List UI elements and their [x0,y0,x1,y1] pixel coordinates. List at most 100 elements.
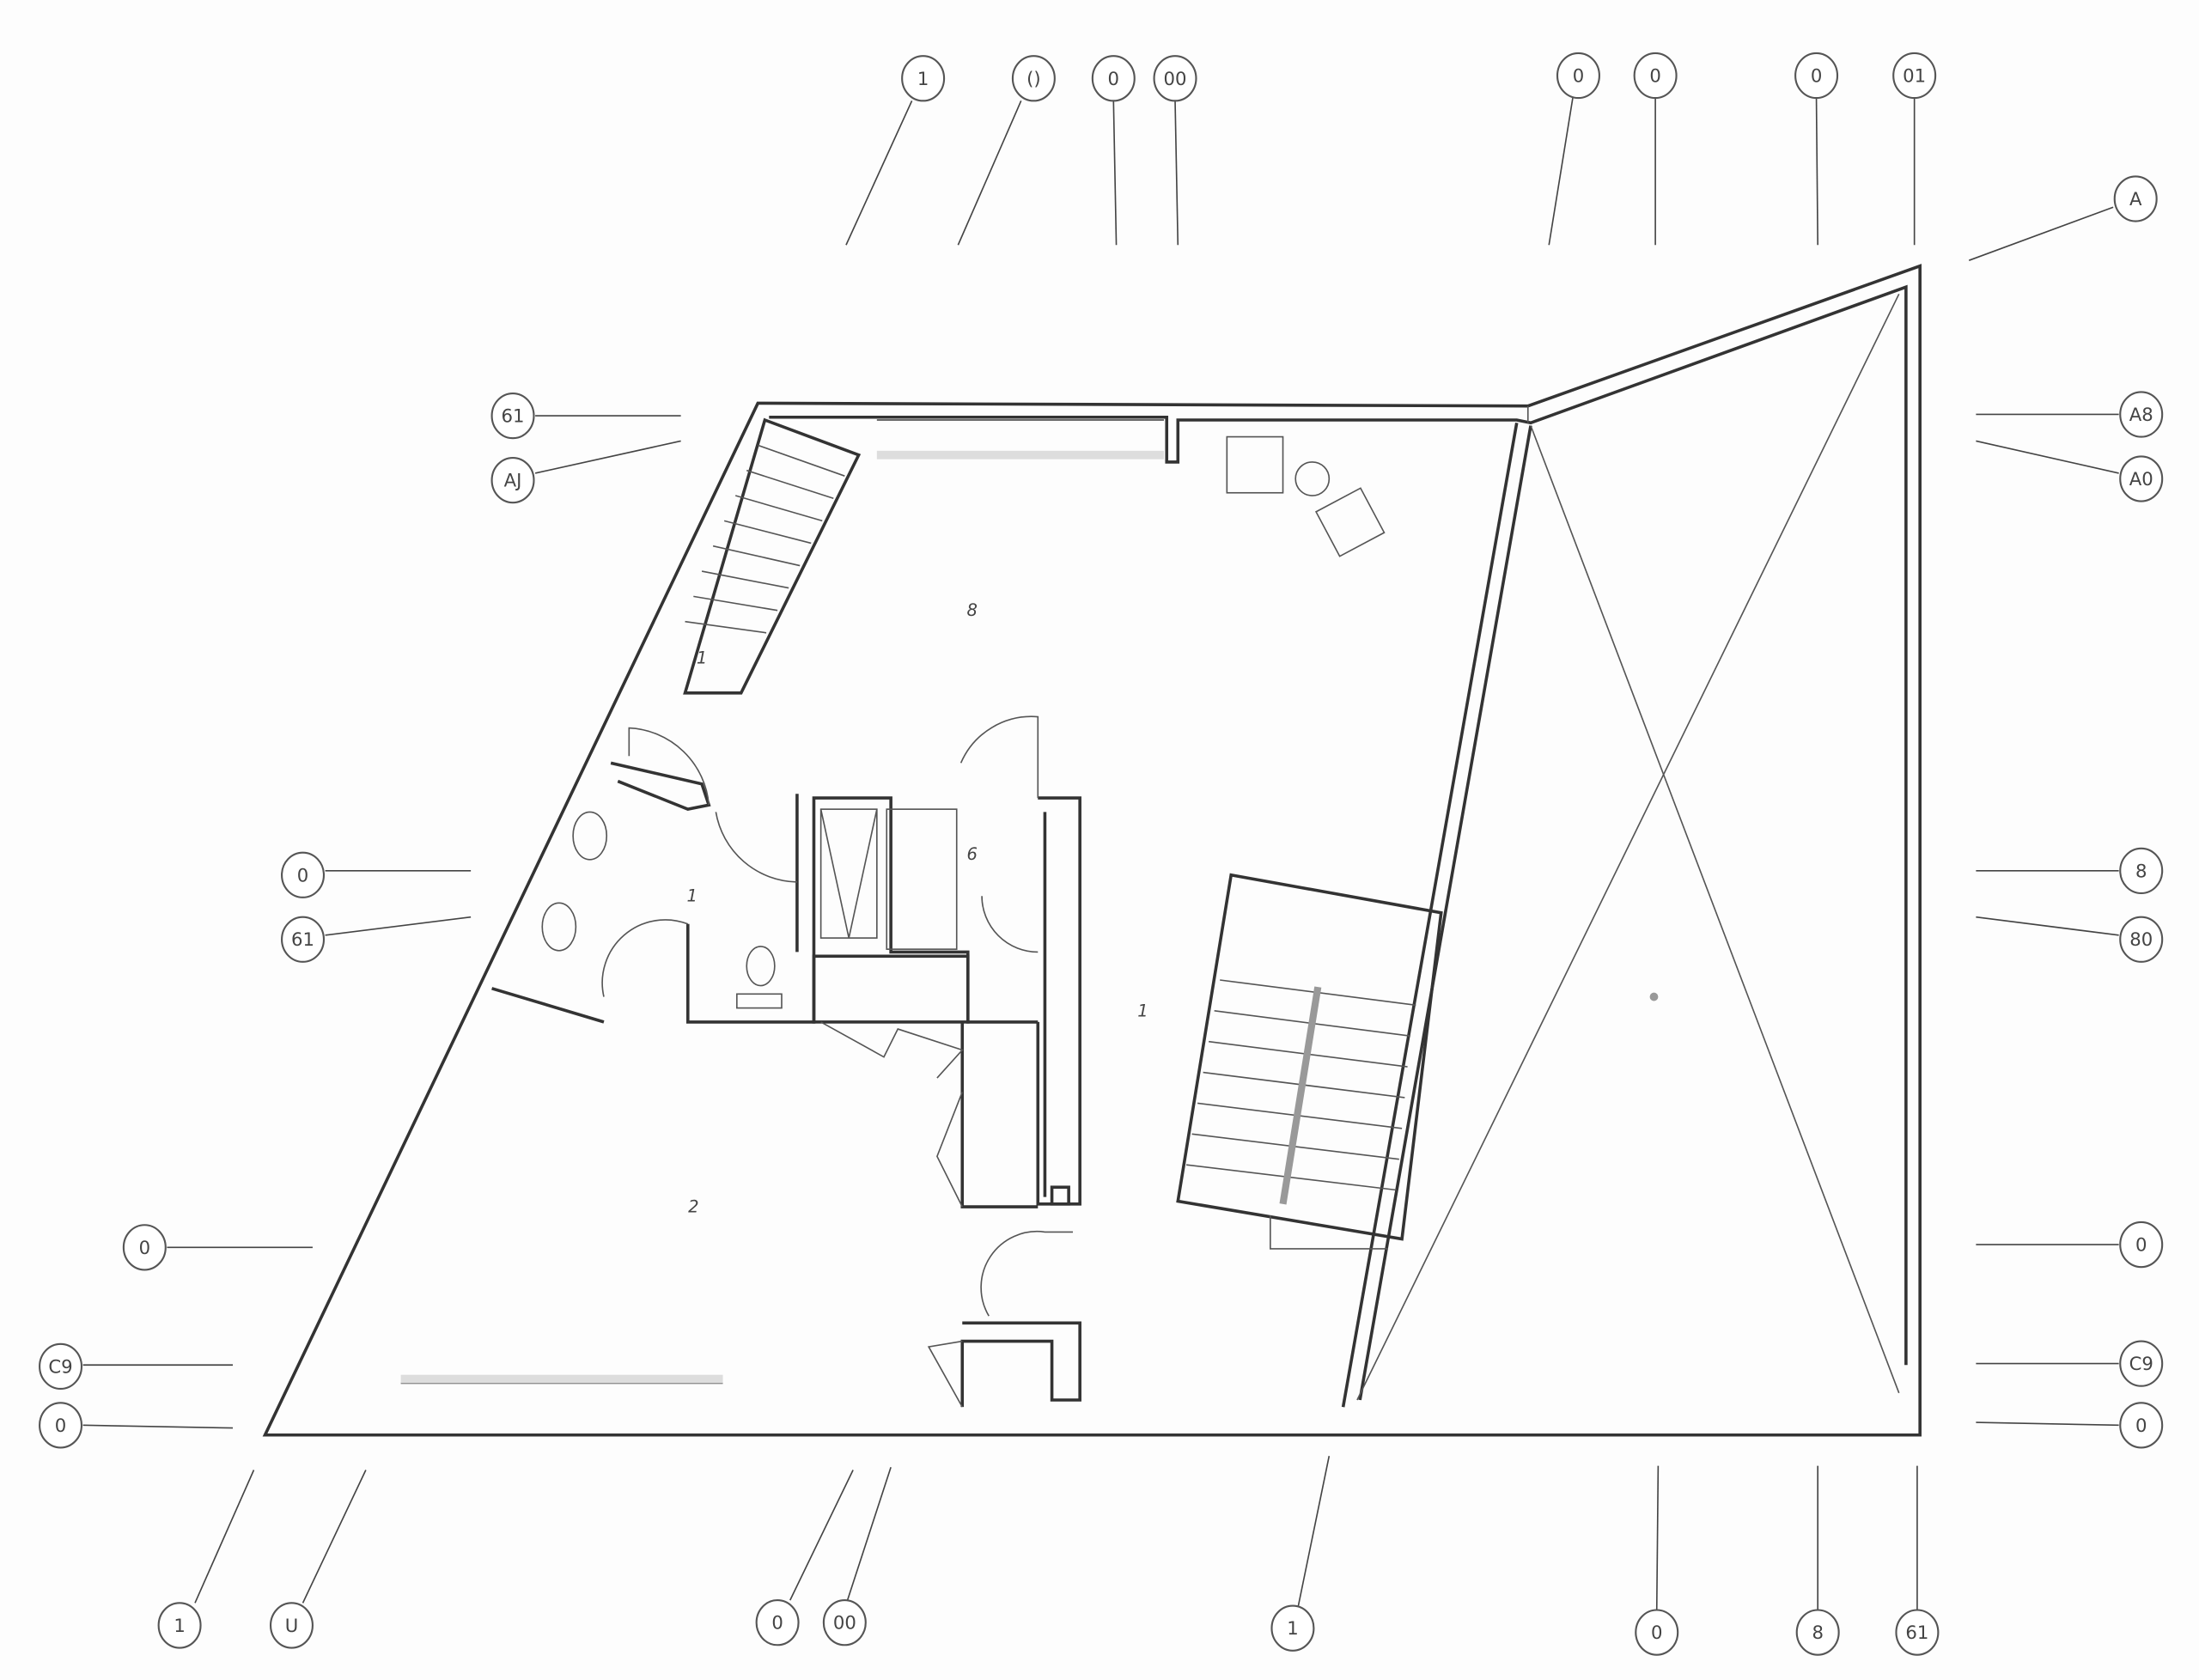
room-label: 1 [1137,1001,1148,1020]
callout-left-1: AJ [490,440,681,504]
callout-bubble [1091,55,1136,102]
callout-right-1: A0 [1976,440,2164,502]
callout-right-6: 0 [1976,1402,2164,1449]
interior-walls [491,761,1081,1408]
callout-label: 8 [2135,860,2147,881]
callout-label: A0 [2129,468,2153,490]
callout-top-7: 01 [1892,52,1937,246]
stair-center [1176,873,1443,1250]
callout-label: 0 [139,1237,150,1258]
callout-label: 61 [502,405,525,427]
callout-bubble [1011,55,1056,102]
callout-bubble [2119,847,2164,894]
callout-left-4: 0 [122,1224,313,1271]
callout-top-1: () [957,55,1056,246]
leader-line [325,916,472,936]
callout-label: C9 [2129,1353,2153,1374]
leader-line [846,1466,892,1601]
callout-bubble [39,1342,83,1391]
callout-bubble [1635,1609,1679,1656]
callout-right-2: 8 [1976,847,2164,894]
leader-line [957,100,1022,246]
exterior-walls [262,264,1922,1437]
callout-label: 0 [55,1415,66,1436]
leader-line [1174,100,1179,246]
callout-bottom-7: 61 [1895,1465,1940,1656]
callout-bubble [1895,1609,1940,1656]
callout-bubble [1795,1609,1840,1656]
callout-bubble [39,1402,83,1449]
callout-bubble [2119,1340,2164,1387]
callout-bubble [281,851,326,898]
callout-bubble [157,1602,202,1649]
callout-top-5: 0 [1633,52,1678,246]
callout-label: 61 [291,928,314,950]
callout-label: C9 [48,1355,72,1377]
callout-bubble [2119,391,2164,438]
stair-top-left [683,417,862,695]
open-area-cross [1356,293,1900,1401]
callout-label: 0 [2135,1234,2147,1256]
leader-line [302,1470,367,1604]
callout-label: AJ [504,470,522,491]
room-label: 2 [688,1197,698,1217]
callout-bubble [901,55,946,102]
leader-line [1548,97,1574,246]
callout-label: 0 [1649,65,1660,87]
room-label: 6 [966,844,977,864]
leader-line [1976,440,2119,474]
room-label: 1 [686,886,697,906]
callout-bubble [490,456,535,504]
callout-bubble [822,1599,867,1647]
leader-line [1112,100,1118,246]
leader-line [1815,98,1819,246]
leader-line [1297,1456,1331,1606]
room-labels: 8 1 6 1 1 2 [686,600,1148,1216]
leader-line [845,100,913,246]
callout-label: 00 [833,1612,856,1634]
callout-right-0: A8 [1976,391,2164,438]
callout-label: 1 [917,68,929,89]
callout-bubble [1270,1604,1315,1652]
callout-bubble [2119,1402,2164,1449]
callout-bubble [1794,52,1839,100]
callout-top-4: 0 [1548,52,1600,246]
callout-label: 0 [1573,65,1584,87]
callout-bottom-3: 00 [822,1466,892,1647]
callout-label: 0 [1108,68,1119,89]
leader-line [1655,1465,1660,1610]
callout-left-2: 0 [281,851,472,898]
callout-label: 0 [1811,65,1822,87]
callout-label: 0 [771,1612,783,1634]
callout-top-8: A [1968,175,2158,261]
callout-right-5: C9 [1976,1340,2164,1387]
callout-bubble [490,392,535,440]
callout-bubble [1153,55,1197,102]
callout-bubble [269,1602,314,1649]
callout-label: 1 [174,1615,185,1636]
callout-label: A [2129,188,2142,210]
callout-bottom-5: 0 [1635,1465,1679,1656]
room-label: 8 [966,600,977,620]
callout-top-0: 1 [845,55,946,246]
callout-label: U [285,1615,299,1636]
callout-bubble [755,1599,800,1647]
callout-left-3: 61 [281,916,472,963]
leader-line [1968,206,2114,261]
callout-label: 8 [1812,1622,1823,1643]
callout-label: A8 [2129,404,2153,425]
callout-label: 00 [1164,68,1187,89]
callout-top-3: 00 [1153,55,1197,246]
callout-bottom-4: 1 [1270,1456,1331,1652]
callout-bubble [2113,175,2158,222]
doors-fixtures [541,435,1386,1408]
room-label: 1 [697,648,707,668]
leader-line [534,440,681,474]
callout-bubble [2119,455,2164,502]
callout-bottom-0: 1 [157,1470,255,1649]
callout-bubble [281,916,326,963]
callout-label: 0 [1651,1622,1662,1643]
callout-label: 0 [2135,1415,2147,1436]
callout-left-5: C9 [39,1342,234,1391]
